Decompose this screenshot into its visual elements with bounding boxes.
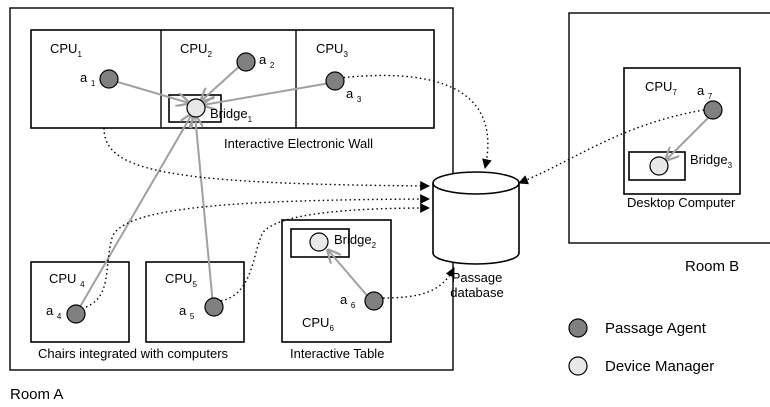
database-caption-line: Passage	[452, 270, 503, 285]
arrow-a7-bridge3	[666, 113, 713, 160]
arrow-a4-bridge1	[76, 114, 192, 313]
cpu7-label: CPU7	[645, 79, 677, 97]
device-manager-1	[186, 98, 206, 118]
cpu2-label: CPU2	[180, 41, 212, 59]
arrow-a5-bridge1	[195, 115, 214, 306]
database-caption-line: database	[450, 285, 504, 300]
room-b-label: Room B	[685, 258, 739, 275]
passage-database-icon	[432, 171, 520, 265]
legend-agent-icon	[568, 318, 588, 338]
legend-agent-label: Passage Agent	[605, 320, 707, 337]
cpu4-box	[30, 261, 130, 343]
agent-a5-label: a 5	[179, 303, 195, 321]
agent-a6	[364, 291, 384, 311]
link-a3-database	[338, 74, 492, 169]
legend: Passage Agent Device Manager	[568, 318, 714, 376]
agent-a3-label: a 3	[346, 86, 362, 104]
cpu3-label: CPU3	[316, 41, 348, 59]
link-a4-database	[85, 194, 430, 308]
device-manager-3	[649, 156, 669, 176]
table-caption: Interactive Table	[290, 346, 384, 361]
bridge3-label: Bridge3	[690, 152, 733, 170]
chairs-caption: Chairs integrated with computers	[38, 346, 229, 361]
arrow-a1-bridge1	[110, 79, 189, 103]
room-b-boundary	[568, 12, 770, 244]
arrow-a6-bridge2	[328, 250, 371, 300]
link-a6-database	[382, 267, 455, 299]
link-a5-database	[220, 203, 430, 302]
room-a-label: Room A	[10, 386, 63, 403]
agent-a7	[703, 100, 723, 120]
cpu5-label: CPU5	[165, 271, 197, 289]
agent-a1	[99, 69, 119, 89]
legend-manager-label: Device Manager	[605, 358, 714, 375]
arrow-a3-bridge1	[203, 82, 331, 105]
agent-a5	[204, 297, 224, 317]
agent-a2	[236, 52, 256, 72]
desktop-caption: Desktop Computer	[627, 195, 736, 210]
arrow-a2-bridge1	[201, 63, 243, 101]
agent-a1-label: a 1	[80, 70, 96, 88]
bridge1-label: Bridge1	[210, 106, 253, 124]
agent-a4-label: a 4	[46, 303, 62, 321]
bridge2-label: Bridge2	[334, 232, 377, 250]
cpu6-label: CPU6	[302, 315, 334, 333]
device-manager-2	[309, 232, 329, 252]
agent-a7-label: a 7	[697, 83, 713, 101]
cpu5-box	[145, 261, 245, 343]
wall-caption: Interactive Electronic Wall	[224, 136, 373, 151]
agent-a3	[325, 71, 345, 91]
agent-a2-label: a 2	[259, 52, 275, 70]
agent-a4	[66, 304, 86, 324]
cpu1-label: CPU1	[50, 41, 82, 59]
legend-manager-icon	[568, 356, 588, 376]
cpu4-label: CPU 4	[49, 271, 85, 289]
agent-a6-label: a 6	[340, 292, 356, 310]
interactive-wall-box	[30, 29, 435, 129]
link-a1-database	[103, 127, 430, 191]
